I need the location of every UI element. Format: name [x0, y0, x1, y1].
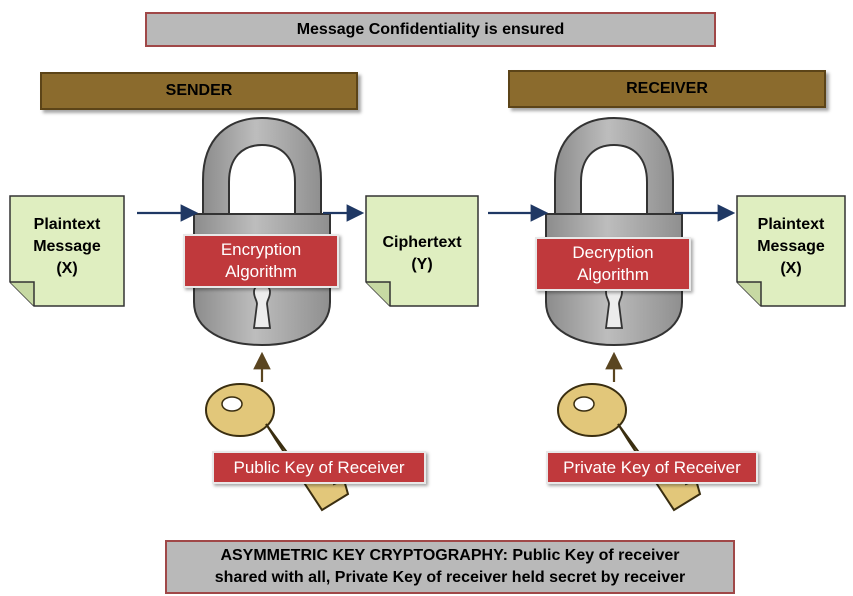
ciphertext-text: Ciphertext (Y)	[366, 232, 478, 276]
public-key-icon	[205, 383, 350, 512]
decryption-lock-icon	[545, 116, 683, 347]
plaintext-output-text: Plaintext Message (X)	[737, 214, 845, 280]
plaintext-output-line2: Message	[757, 238, 825, 255]
plaintext-input-line2: Message	[33, 238, 101, 255]
decryption-line2: Algorithm	[577, 265, 649, 284]
plaintext-input-line1: Plaintext	[33, 216, 101, 233]
plaintext-input-note	[9, 195, 125, 307]
private-key-label: Private Key of Receiver	[546, 451, 758, 484]
footer-description: ASYMMETRIC KEY CRYPTOGRAPHY: Public Key …	[165, 540, 735, 594]
plaintext-input-text: Plaintext Message (X)	[10, 214, 124, 280]
plaintext-input-line3: (X)	[56, 260, 78, 277]
public-key-label: Public Key of Receiver	[212, 451, 426, 484]
ciphertext-line1: Ciphertext	[382, 234, 462, 251]
encryption-line2: Algorithm	[225, 262, 297, 281]
ciphertext-note	[365, 195, 479, 307]
ciphertext-line2: (Y)	[411, 256, 433, 273]
footer-line1: ASYMMETRIC KEY CRYPTOGRAPHY: Public Key …	[220, 547, 680, 564]
decryption-algorithm-label: Decryption Algorithm	[535, 237, 691, 291]
footer-line2: shared with all, Private Key of receiver…	[214, 569, 686, 586]
encryption-lock-icon	[193, 116, 331, 347]
private-key-icon	[557, 383, 702, 512]
encryption-line1: Encryption	[220, 240, 302, 259]
plaintext-output-line3: (X)	[780, 260, 802, 277]
sender-label: SENDER	[40, 72, 358, 110]
header-title: Message Confidentiality is ensured	[145, 12, 716, 47]
encryption-algorithm-label: Encryption Algorithm	[183, 234, 339, 288]
plaintext-output-note	[736, 195, 846, 307]
decryption-line1: Decryption	[572, 243, 654, 262]
plaintext-output-line1: Plaintext	[757, 216, 825, 233]
receiver-label: RECEIVER	[508, 70, 826, 108]
